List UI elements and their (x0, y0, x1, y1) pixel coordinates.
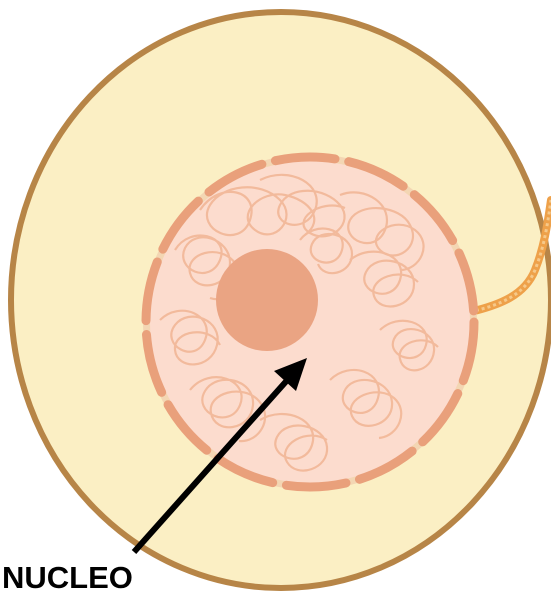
nucleus (143, 154, 477, 490)
nucleus-label: NUCLEO (2, 562, 133, 593)
nucleolus (216, 249, 318, 351)
